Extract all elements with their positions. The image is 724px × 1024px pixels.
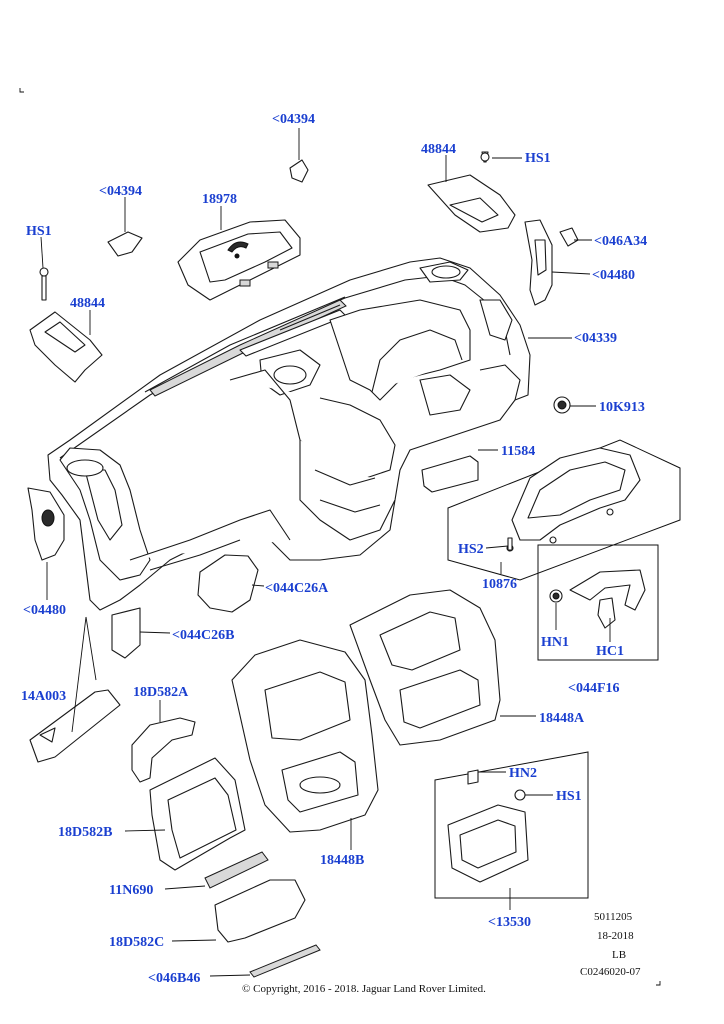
label-48844-right[interactable]: 48844 [421,142,456,157]
label-14A003[interactable]: 14A003 [21,689,66,704]
part-04394-top-cap [289,159,309,183]
label-04394-top[interactable]: <04394 [272,112,315,127]
corner-mark-top-left [19,88,24,93]
part-10876-instrument-cluster [447,439,681,581]
part-04480-right-bracket [524,219,579,306]
part-48844-left-panel [29,267,103,383]
part-labels: <04394 48844 HS1 <04394 18978 <046A34 HS… [21,112,647,986]
label-HC1[interactable]: HC1 [596,644,624,659]
part-13530-unit [434,751,589,899]
part-18978-cluster-hood [177,219,301,301]
label-044F16[interactable]: <044F16 [568,681,620,696]
part-18448A-bezel [349,589,501,746]
part-04394-left-cap [107,231,143,257]
label-48844-left[interactable]: 48844 [70,296,105,311]
label-HS1-top-right[interactable]: HS1 [525,151,551,166]
label-HN1[interactable]: HN1 [541,635,569,650]
part-04480-left-bracket [27,487,65,561]
part-18D582C-bracket [214,879,306,943]
label-046B46[interactable]: <046B46 [148,971,200,986]
label-18D582B[interactable]: 18D582B [58,825,112,840]
part-18D582A-bracket [131,717,196,783]
label-18D582C[interactable]: 18D582C [109,935,164,950]
part-18448B-centre-bezel [231,639,379,833]
label-04394-left[interactable]: <04394 [99,184,142,199]
label-04480-left[interactable]: <04480 [23,603,66,618]
part-14A003-glovebox-door [29,689,121,763]
corner-mark-bottom-right [656,981,661,986]
label-HS1-left[interactable]: HS1 [26,224,52,239]
label-11N690[interactable]: 11N690 [109,883,153,898]
dashboard-main-panel [47,257,531,611]
part-044C26B-bracket [111,607,141,659]
meta-line-4: C0246020-07 [580,966,641,978]
meta-line-1: 5011205 [594,911,633,923]
part-11N690-plate [204,851,269,889]
part-48844-right-panel [427,151,516,233]
leader-lines [40,128,611,977]
label-044C26A[interactable]: <044C26A [265,581,329,596]
part-046B46-trim [249,944,321,978]
part-044C26A-bracket [197,554,259,613]
part-11584 [421,455,479,493]
meta-line-3: LB [612,949,626,961]
diagram-meta: 5011205 18-2018 LB C0246020-07 [580,911,641,978]
label-04339[interactable]: <04339 [574,331,617,346]
label-13530[interactable]: <13530 [488,915,531,930]
label-046A34[interactable]: <046A34 [594,234,647,249]
label-HN2[interactable]: HN2 [509,766,537,781]
copyright-notice: © Copyright, 2016 - 2018. Jaguar Land Ro… [242,983,486,995]
label-18448B[interactable]: 18448B [320,853,364,868]
label-18978[interactable]: 18978 [202,192,237,207]
label-11584[interactable]: 11584 [501,444,535,459]
label-18448A[interactable]: 18448A [539,711,585,726]
label-HS1-lower[interactable]: HS1 [556,789,582,804]
label-10876[interactable]: 10876 [482,577,517,592]
meta-line-2: 18-2018 [597,930,634,942]
label-18D582A[interactable]: 18D582A [133,685,189,700]
part-18D582B-unit [149,757,246,871]
label-04480-right[interactable]: <04480 [592,268,635,283]
part-10K913-grommet [553,396,571,414]
label-10K913[interactable]: 10K913 [599,400,645,415]
label-044C26B[interactable]: <044C26B [172,628,234,643]
label-HS2[interactable]: HS2 [458,542,484,557]
